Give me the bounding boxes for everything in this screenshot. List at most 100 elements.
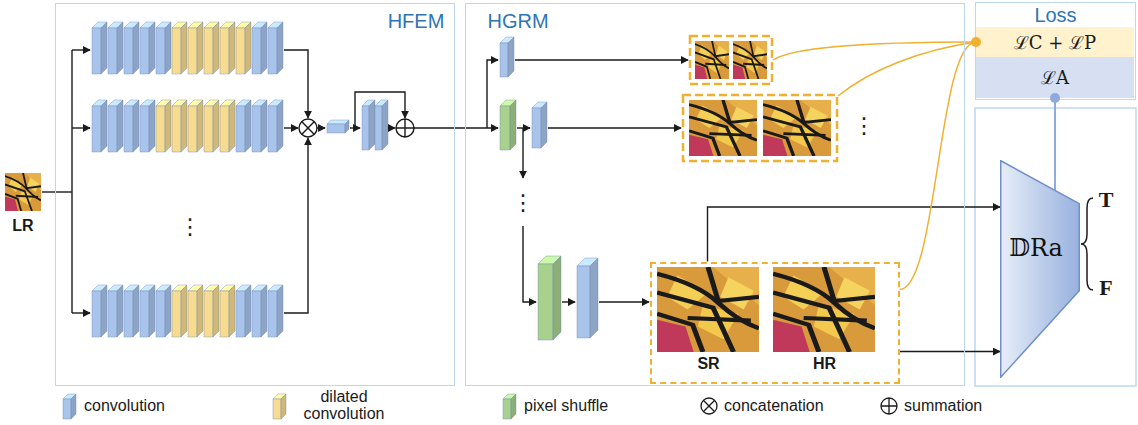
trapezoid-outline	[1000, 160, 1080, 378]
dilated-convolution-block	[188, 28, 197, 74]
dilated-convolution-block	[220, 285, 235, 337]
convolution-block	[268, 22, 283, 74]
dilated-convolution-block	[156, 100, 171, 152]
loss-term: ℒC + ℒP	[1014, 30, 1096, 54]
convolution-block	[133, 22, 139, 74]
dilated-convolution-block	[229, 285, 235, 337]
image-label: SR	[697, 355, 719, 373]
legend-text: pixel shuffle	[524, 398, 608, 415]
image-patch	[763, 100, 831, 156]
dilated-convolution-block	[204, 28, 213, 74]
flow-line	[71, 50, 72, 313]
ellipsis: ⋮	[512, 190, 534, 215]
dilated-convolution-block	[204, 285, 219, 337]
convolution-block	[133, 285, 139, 337]
convolution-block	[362, 106, 369, 150]
convolution-block	[92, 28, 101, 74]
flow-line	[317, 127, 325, 128]
convolution-block	[268, 291, 277, 337]
dilated-convolution-block	[181, 285, 187, 337]
image-patch	[5, 173, 41, 211]
convolution-block	[124, 28, 133, 74]
pixel-shuffle-block	[500, 106, 510, 150]
convolution-block	[277, 100, 283, 152]
pixel-shuffle-block	[538, 264, 553, 340]
legend-swatch	[273, 399, 281, 419]
dilated-convolution-block	[181, 100, 187, 152]
flow-line	[42, 191, 72, 192]
convolution-block	[140, 285, 155, 337]
summation-symbol	[396, 119, 414, 137]
convolution-block	[124, 285, 139, 337]
flow-line	[414, 127, 498, 128]
convolution-block	[500, 37, 514, 77]
convolution-block	[261, 22, 267, 74]
dilated-convolution-block	[165, 100, 171, 152]
pixel-shuffle-block	[553, 256, 561, 340]
dilated-convolution-block	[181, 22, 187, 74]
dilated-convolution-block	[213, 100, 219, 152]
loss-line	[838, 42, 976, 96]
convolution-block	[140, 100, 155, 152]
concatenation-symbol	[302, 122, 315, 135]
convolution-block	[252, 28, 261, 74]
convolution-block	[252, 106, 261, 152]
flow-line	[548, 127, 681, 128]
pixel-shuffle-block	[510, 100, 516, 150]
flow-line	[72, 127, 90, 128]
summation-symbol	[881, 398, 897, 414]
flow-line	[599, 301, 649, 302]
convolution-block	[369, 100, 375, 150]
discriminator-label: 𝔻Ra	[1009, 234, 1063, 262]
dilated-convolution-block	[172, 100, 187, 152]
summation-symbol	[396, 119, 414, 137]
image-patch	[5, 41, 875, 352]
convolution-block	[124, 22, 139, 74]
dilated-convolution-block	[245, 22, 251, 74]
dilated-convolution-block	[204, 100, 219, 152]
loss-line	[773, 42, 976, 96]
trapezoid-outline	[1001, 161, 1080, 378]
convolution-block	[92, 100, 107, 152]
flow-line	[522, 128, 523, 178]
output-pair-box: SRHR	[650, 262, 900, 384]
convolution-block	[375, 100, 388, 150]
convolution-block	[577, 266, 590, 338]
legend-swatch	[281, 394, 286, 419]
convolution-block	[92, 22, 107, 74]
convolution-block	[268, 285, 283, 337]
convolution-block	[108, 291, 117, 337]
convolution-block	[124, 106, 133, 152]
dilated-convolution-block	[188, 100, 203, 152]
dilated-convolution-block	[220, 291, 229, 337]
convolution-block	[149, 285, 155, 337]
convolution-block	[261, 100, 267, 152]
convolution-block	[101, 22, 107, 74]
convolution-block	[532, 108, 541, 148]
loss-term: ℒA	[1041, 65, 1069, 89]
junction-dot	[1050, 93, 1060, 103]
dilated-convolution-block	[229, 22, 235, 74]
convolution-block	[156, 285, 171, 337]
dilated-convolution-block	[220, 28, 229, 74]
convolution-block	[345, 120, 349, 133]
convolution-block	[92, 291, 101, 337]
dilated-convolution-block	[213, 285, 219, 337]
flow-line	[72, 49, 90, 50]
convolution-block	[108, 22, 123, 74]
concatenation-symbol	[299, 119, 317, 137]
legend-text: summation	[904, 398, 982, 415]
convolution-block	[252, 291, 261, 337]
legend-swatch	[268, 391, 290, 421]
layer-block	[92, 22, 598, 340]
pixel-shuffle-block	[538, 256, 561, 340]
convolution-block	[236, 100, 251, 152]
dilated-convolution-block	[213, 22, 219, 74]
convolution-block	[140, 291, 149, 337]
convolution-block	[508, 37, 514, 77]
convolution-block	[117, 100, 123, 152]
convolution-block	[101, 285, 107, 337]
convolution-block	[149, 22, 155, 74]
